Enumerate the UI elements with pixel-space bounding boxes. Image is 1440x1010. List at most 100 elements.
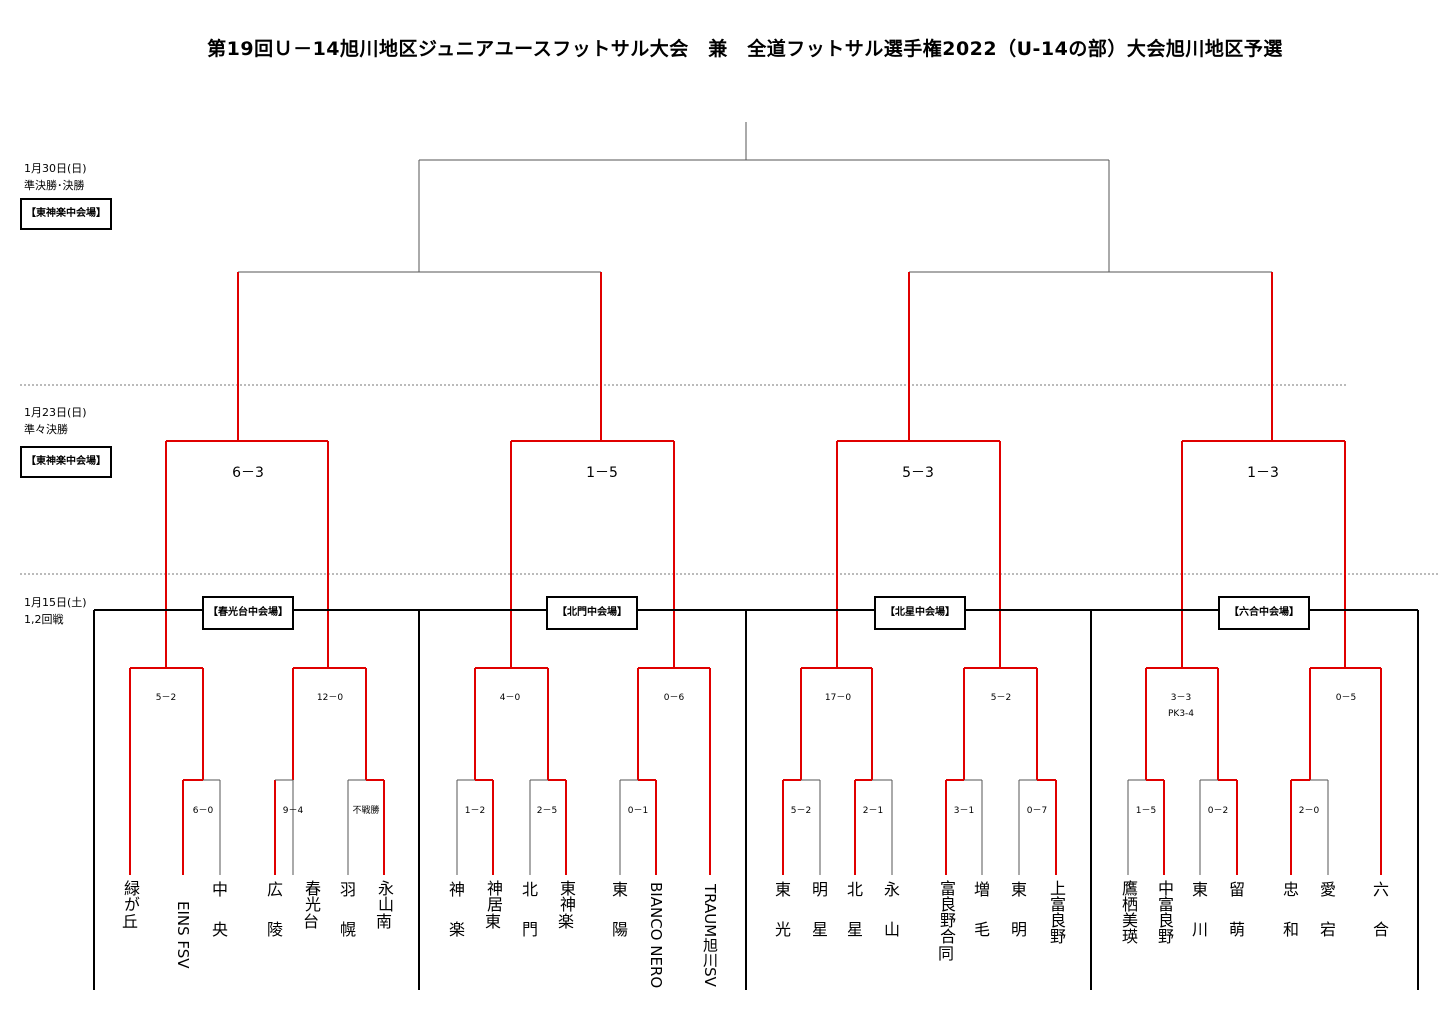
team-name-line: 羽	[339, 880, 356, 899]
team-name-line: 中	[211, 880, 228, 899]
round-info-final: 1月30日(日) 準決勝･決勝	[24, 160, 87, 194]
block-venue: 【北星中会場】	[874, 596, 966, 630]
team-name-line: 陽	[611, 920, 628, 939]
team-name-line: 美瑛	[1119, 912, 1138, 944]
team-name-line: 増	[973, 880, 990, 899]
score-second-round: 3－3	[1170, 693, 1192, 703]
team-name-line: 上富	[1047, 880, 1066, 912]
round-stage: 準決勝･決勝	[24, 179, 85, 192]
team-name: 留萌	[1219, 880, 1255, 960]
round-info-quarterfinal: 1月23日(日) 準々決勝	[24, 404, 87, 438]
team-name: 神居東	[475, 880, 511, 952]
team-name-line: 良野	[1047, 912, 1066, 944]
block-venue: 【春光台中会場】	[202, 596, 294, 630]
score-first-round: 1－2	[464, 806, 486, 816]
team-name: 東神楽	[548, 880, 584, 952]
team-name-line: 中富	[1155, 880, 1174, 912]
team-name-line: 楽	[557, 912, 574, 931]
score-second-round: 12－0	[316, 693, 344, 703]
team-name-line: 山	[883, 920, 900, 939]
team-name-line: 東	[484, 912, 501, 931]
team-name: 上富良野	[1038, 880, 1074, 944]
block-venue: 【北門中会場】	[546, 596, 638, 630]
score-second-round: 17－0	[824, 693, 852, 703]
score-first-round: 0－7	[1026, 806, 1048, 816]
score-first-round: 2－5	[536, 806, 558, 816]
team-name-line: 星	[811, 920, 828, 939]
team-name-line: 幌	[339, 920, 356, 939]
page-title: 第19回Ｕ－14旭川地区ジュニアユースフットサル大会 兼 全道フットサル選手権2…	[207, 38, 1283, 60]
score-quarterfinal: 5－3	[902, 465, 934, 481]
team-name-line: 明	[1010, 920, 1027, 939]
team-name-line: 神居	[484, 880, 503, 912]
team-name-line: 央	[211, 920, 228, 939]
team-name: 中央	[202, 880, 238, 960]
team-name: 羽幌	[330, 880, 366, 960]
team-name: 六合	[1363, 880, 1399, 960]
team-name: 広陵	[257, 880, 293, 960]
team-name-line: 東	[611, 880, 628, 899]
round-date: 1月23日(日)	[24, 406, 87, 419]
team-name: 富良野合同	[928, 880, 964, 964]
round-date: 1月15日(土)	[24, 596, 87, 609]
team-name-line: 明	[811, 880, 828, 899]
round-date: 1月30日(日)	[24, 162, 87, 175]
team-name-line: 緑が	[121, 880, 140, 912]
team-name-line: 永山	[375, 880, 394, 912]
team-name-line: 同	[937, 944, 954, 963]
score-first-round: 1－5	[1135, 806, 1157, 816]
team-name: 緑が丘	[112, 880, 148, 952]
team-name-line: 東	[1010, 880, 1027, 899]
score-first-round: 9－4	[282, 806, 304, 816]
team-name: 中富良野	[1146, 880, 1182, 944]
team-name-line: 星	[846, 920, 863, 939]
block-venue: 【六合中会場】	[1218, 596, 1310, 630]
team-name-line: 東	[774, 880, 791, 899]
team-name-line: 合	[1372, 920, 1389, 939]
team-name-line: 川	[1191, 920, 1208, 939]
score-second-round: 4－0	[499, 693, 521, 703]
round-venue-final: 【東神楽中会場】	[20, 198, 112, 230]
team-name: 忠和	[1273, 880, 1309, 960]
score-first-round: 0－1	[627, 806, 649, 816]
team-name-line: 楽	[448, 920, 465, 939]
score-first-round: 不戦勝	[352, 806, 380, 816]
score-quarterfinal: 1－3	[1247, 465, 1279, 481]
team-name-line: 春光	[302, 880, 321, 912]
team-name-line: 富良	[937, 880, 956, 912]
team-name-line: 北	[846, 880, 863, 899]
score-second-round: 5－2	[990, 693, 1012, 703]
team-name: 東光	[765, 880, 801, 960]
team-name: 春光台	[293, 880, 329, 952]
score-first-round: 2－1	[862, 806, 884, 816]
round-info-early: 1月15日(土) 1,2回戦	[24, 594, 87, 628]
score-second-round: 5－2	[155, 693, 177, 703]
team-name: 明星	[802, 880, 838, 960]
team-name-line: 毛	[973, 920, 990, 939]
team-name-line: 南	[375, 912, 392, 931]
team-name-line: 愛	[1319, 880, 1336, 899]
score-first-round: 0－2	[1207, 806, 1229, 816]
round-stage: 準々決勝	[24, 423, 68, 436]
team-name: 東陽	[602, 880, 638, 960]
score-quarterfinal: 6－3	[232, 465, 264, 481]
team-name-line: 台	[302, 912, 319, 931]
team-name: 鷹栖美瑛	[1110, 880, 1146, 944]
team-name: 神楽	[439, 880, 475, 960]
team-name: 永山	[874, 880, 910, 960]
team-name-line: 和	[1282, 920, 1299, 939]
team-name: 東川	[1182, 880, 1218, 960]
team-name-line: 鷹栖	[1119, 880, 1138, 912]
team-name-line: 北	[521, 880, 538, 899]
team-name-line: 陵	[266, 920, 283, 939]
team-name: 永山南	[366, 880, 402, 952]
team-name: 東明	[1001, 880, 1037, 960]
team-name-line: 門	[521, 920, 538, 939]
team-name-line: 永	[883, 880, 900, 899]
team-name-line: 神	[448, 880, 465, 899]
score-second-round: 0－5	[1335, 693, 1357, 703]
team-name: EINS FSV	[174, 901, 192, 969]
round-venue-quarterfinal: 【東神楽中会場】	[20, 446, 112, 478]
team-name-line: 六	[1372, 880, 1389, 899]
